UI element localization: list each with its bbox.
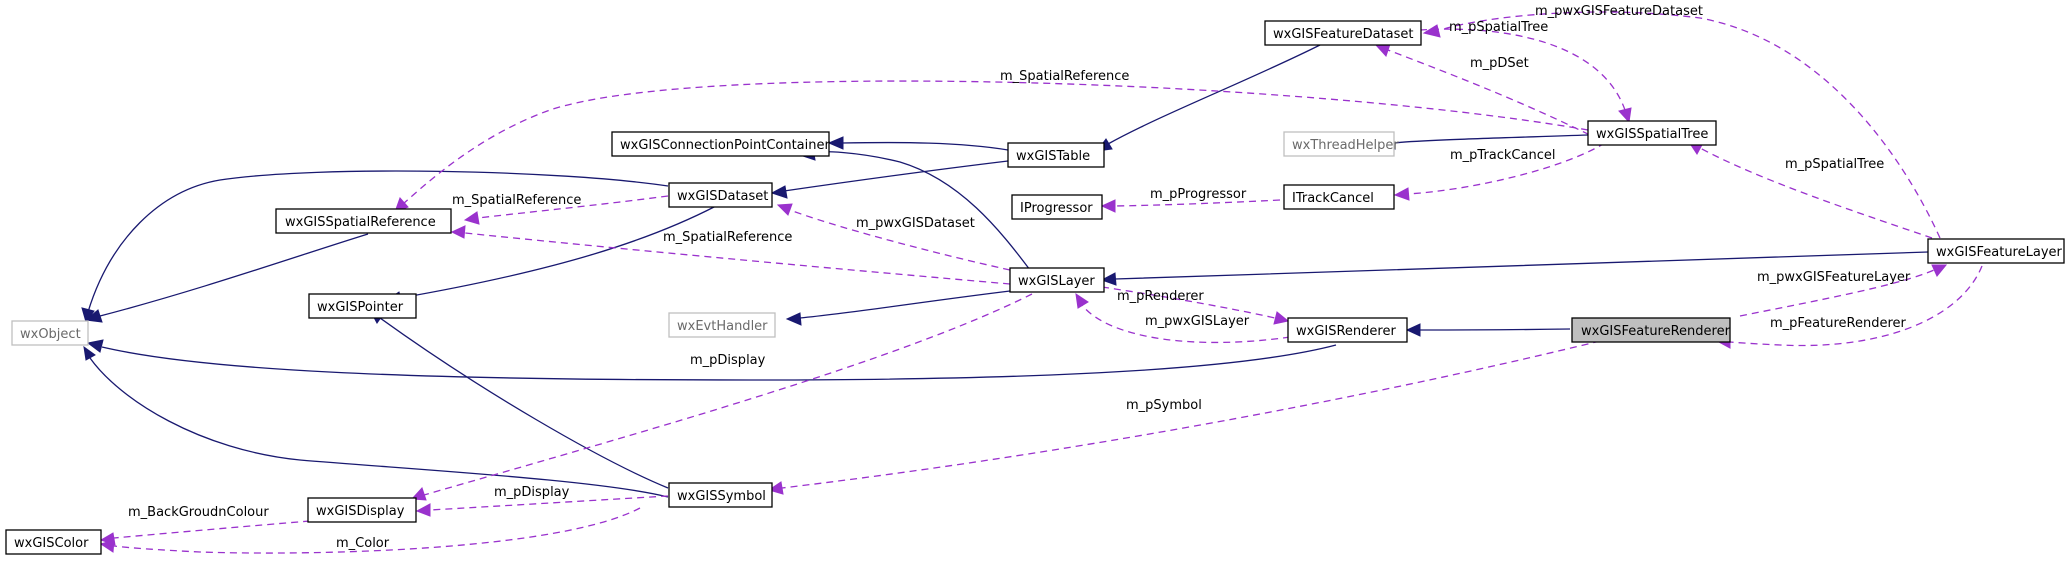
node-wxgiscolor[interactable]: wxGISColor <box>5 529 102 555</box>
node-label-wxgisrenderer: wxGISRenderer <box>1296 324 1396 339</box>
node-label-wxgisspatialtree: wxGISSpatialTree <box>1596 127 1708 142</box>
edge-spatialreference-to-object <box>84 233 369 323</box>
node-wxgisrenderer[interactable]: wxGISRenderer <box>1287 317 1408 343</box>
label-m-pfeaturerenderer: m_pFeatureRenderer <box>1770 316 1907 331</box>
edge-featurerenderer-to-renderer <box>1405 323 1571 337</box>
label-m-pwxgisfeaturelayer: m_pwxGISFeatureLayer <box>1757 270 1911 285</box>
edge-usage-tc-st <box>1393 142 1606 201</box>
edge-symbol-to-object <box>83 345 669 498</box>
edge-usage-disp-layer <box>410 293 1033 501</box>
node-wxthreadhelper[interactable]: wxThreadHelper <box>1283 131 1399 157</box>
edge-usage-prog-tc <box>1100 199 1281 213</box>
label-m-pdisplay-bottom: m_pDisplay <box>494 485 570 500</box>
edge-usage-featuredataset <box>1422 11 1941 239</box>
node-wxgisconnectionpointcontainer[interactable]: wxGISConnectionPointContainer <box>611 131 831 157</box>
edge-usage-fl-fr <box>1739 264 1948 317</box>
node-wxgisspatialreference[interactable]: wxGISSpatialReference <box>275 208 452 234</box>
label-m-spatialreference-top: m_SpatialReference <box>1000 69 1129 84</box>
edge-usage-color-sym <box>99 507 641 554</box>
node-label-wxgisfeaturerenderer: wxGISFeatureRenderer <box>1581 324 1731 339</box>
node-label-itrackcancel: ITrackCancel <box>1292 191 1374 206</box>
edge-renderer-to-object <box>86 339 1337 381</box>
label-m-pdisplay-top: m_pDisplay <box>690 353 766 368</box>
node-itrackcancel[interactable]: ITrackCancel <box>1283 184 1395 210</box>
node-label-wxgistable: wxGISTable <box>1016 149 1090 164</box>
edge-usage-disp-sym <box>415 495 669 517</box>
node-label-wxgissymbol: wxGISSymbol <box>677 489 766 504</box>
label-m-pdset: m_pDSet <box>1470 56 1529 71</box>
node-wxobject[interactable]: wxObject <box>11 320 89 346</box>
edge-table-to-cpc <box>827 136 1009 151</box>
label-m-prenderer: m_pRenderer <box>1117 289 1204 304</box>
label-m-spatialreference-ds: m_SpatialReference <box>452 193 581 208</box>
node-label-wxobject: wxObject <box>20 327 81 342</box>
node-label-wxgiscolor: wxGISColor <box>14 536 89 551</box>
node-label-wxgislayer: wxGISLayer <box>1018 274 1095 289</box>
label-m-pwxgisdataset: m_pwxGISDataset <box>856 216 975 231</box>
edge-usage-ds-layer <box>776 203 1011 271</box>
node-label-wxgisspatialreference: wxGISSpatialReference <box>285 215 436 230</box>
node-wxgisfeaturedataset[interactable]: wxGISFeatureDataset <box>1264 20 1422 46</box>
node-wxgissymbol[interactable]: wxGISSymbol <box>668 482 773 508</box>
node-label-wxgisfeaturelayer: wxGISFeatureLayer <box>1936 245 2063 260</box>
inheritance-edges <box>81 44 1929 498</box>
node-label-wxevthandler: wxEvtHandler <box>677 319 768 334</box>
label-m-pwxgisfeaturedataset: m_pwxGISFeatureDataset <box>1535 4 1703 19</box>
edge-usage-st-fd <box>1419 28 1632 124</box>
node-label-wxgisfeaturedataset: wxGISFeatureDataset <box>1273 27 1414 42</box>
edge-usage-sr-layer <box>450 225 1011 285</box>
edge-usage-color-disp <box>99 520 311 546</box>
node-wxgisfeaturerenderer[interactable]: wxGISFeatureRenderer <box>1571 317 1731 343</box>
edge-dataset-to-object <box>81 170 669 324</box>
label-m-pspatialtree-fl: m_pSpatialTree <box>1785 157 1884 172</box>
edge-layer-to-cpc <box>798 147 1031 271</box>
label-m-spatialreference-layer: m_SpatialReference <box>663 230 792 245</box>
edge-table-to-dataset <box>770 160 1009 199</box>
edge-labels: m_pwxGISFeatureDataset m_pSpatialTree m_… <box>128 4 1911 551</box>
edge-usage-layer-rend <box>1075 292 1291 344</box>
node-wxevthandler[interactable]: wxEvtHandler <box>668 312 776 338</box>
node-label-wxthreadhelper: wxThreadHelper <box>1292 138 1399 153</box>
node-wxgislayer[interactable]: wxGISLayer <box>1009 267 1105 293</box>
edge-symbol-to-pointer <box>369 309 669 489</box>
edge-layer-to-evthandler <box>785 290 1011 326</box>
label-m-ptrackcancel: m_pTrackCancel <box>1450 148 1555 163</box>
label-m-pspatialtree-top: m_pSpatialTree <box>1449 20 1548 35</box>
node-wxgistable[interactable]: wxGISTable <box>1007 142 1105 168</box>
edge-featurelayer-to-layer <box>1100 251 1929 286</box>
node-label-wxgisconnectionpointcontainer: wxGISConnectionPointContainer <box>620 138 831 153</box>
nodes: wxObject wxGISColor wxGISSpatialReferenc… <box>5 20 2065 555</box>
label-m-psymbol: m_pSymbol <box>1126 398 1202 413</box>
edge-usage-sr-ds <box>463 195 669 225</box>
node-wxgispointer[interactable]: wxGISPointer <box>308 293 417 319</box>
edge-spatialtree-to-threadhelper <box>1379 134 1589 150</box>
node-label-wxgisdataset: wxGISDataset <box>677 189 768 204</box>
label-m-pwxgislayer: m_pwxGISLayer <box>1145 314 1250 329</box>
node-iprogressor[interactable]: IProgressor <box>1011 194 1103 220</box>
label-m-color: m_Color <box>336 536 390 551</box>
edge-usage-rend-layer <box>1101 286 1290 325</box>
node-wxgisdisplay[interactable]: wxGISDisplay <box>307 497 417 523</box>
label-m-backgroudncolour: m_BackGroudnColour <box>128 505 269 520</box>
node-wxgisdataset[interactable]: wxGISDataset <box>668 182 773 208</box>
node-wxgisspatialtree[interactable]: wxGISSpatialTree <box>1587 120 1717 146</box>
node-label-wxgispointer: wxGISPointer <box>317 300 404 315</box>
node-label-wxgisdisplay: wxGISDisplay <box>316 504 405 519</box>
label-m-pprogressor: m_pProgressor <box>1150 187 1247 202</box>
node-label-iprogressor: IProgressor <box>1020 201 1093 216</box>
edge-usage-sym-fr <box>767 340 1601 495</box>
node-wxgisfeaturelayer[interactable]: wxGISFeatureLayer <box>1927 238 2065 264</box>
